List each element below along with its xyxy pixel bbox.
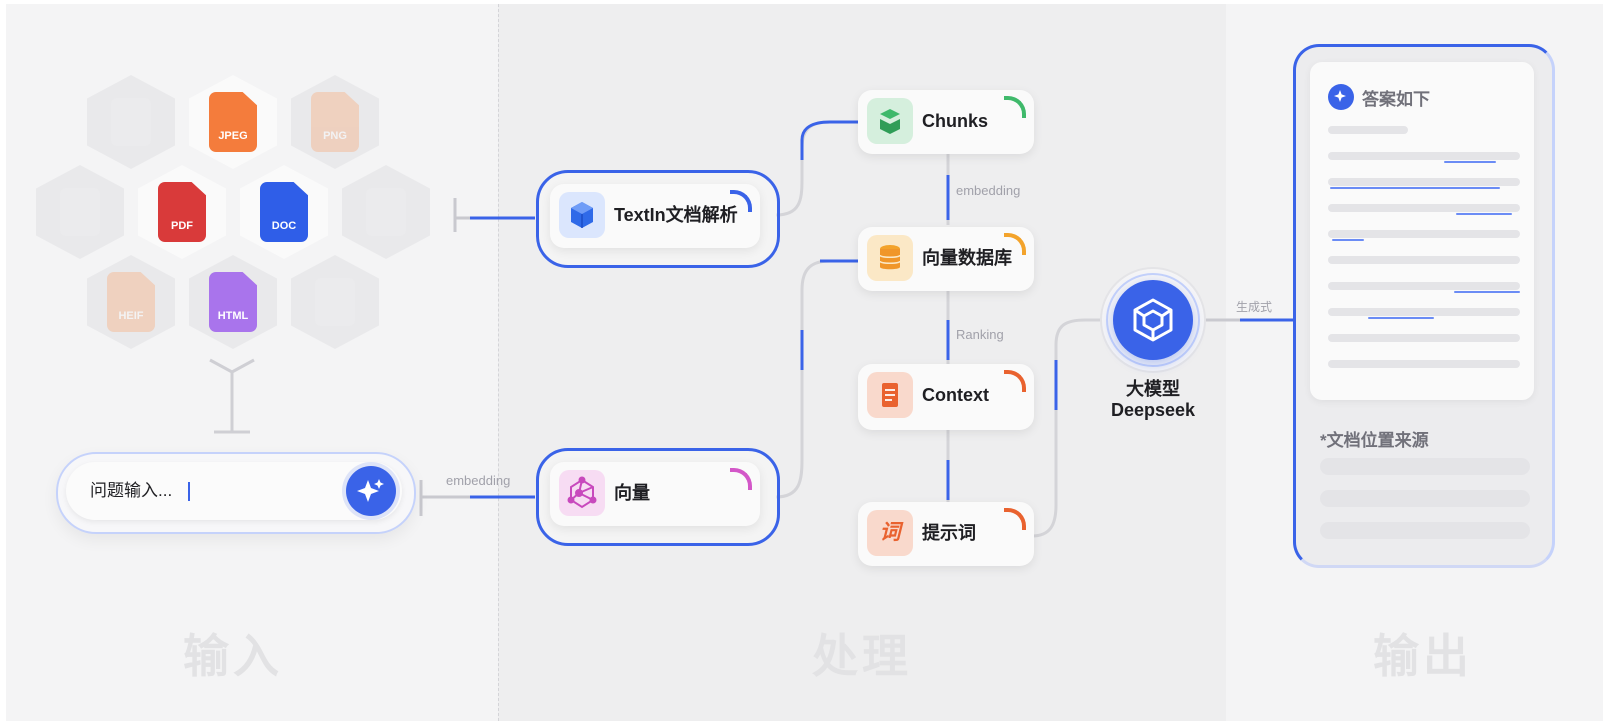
context-node-label: Context bbox=[922, 385, 989, 405]
molecule-icon bbox=[559, 470, 605, 516]
source-underline bbox=[1454, 291, 1520, 293]
answer-title: 答案如下 bbox=[1362, 90, 1430, 109]
text-line bbox=[1328, 204, 1520, 212]
file-hex-pdf: PDF bbox=[138, 165, 226, 259]
question-input[interactable]: 问题输入... bbox=[66, 462, 402, 520]
pdf-file-icon: PDF bbox=[158, 182, 206, 242]
edge-label-ranking: Ranking bbox=[956, 327, 1004, 342]
text-line bbox=[1328, 308, 1520, 316]
vectordb-node-label: 向量数据库 bbox=[922, 248, 1012, 268]
question-input-placeholder: 问题输入... bbox=[90, 481, 173, 500]
edge-label-generate: 生成式 bbox=[1236, 300, 1273, 314]
heif-file-icon: HEIF bbox=[107, 272, 155, 332]
llm-title: 大模型 Deepseek bbox=[1110, 379, 1196, 420]
status-arc-icon bbox=[1004, 370, 1026, 392]
context-node[interactable]: Context bbox=[858, 364, 1034, 430]
textin-node[interactable]: TextIn文档解析 bbox=[550, 184, 760, 248]
text-cursor bbox=[188, 482, 190, 501]
html-file-icon: HTML bbox=[209, 272, 257, 332]
section-label-output: 输出 bbox=[1373, 630, 1473, 682]
sparkle-icon bbox=[357, 479, 384, 502]
vector-node-label: 向量 bbox=[614, 483, 650, 503]
chunks-node[interactable]: Chunks bbox=[858, 90, 1034, 154]
prompt-node-label: 提示词 bbox=[922, 523, 976, 543]
vectordb-node[interactable]: 向量数据库 bbox=[858, 227, 1034, 291]
file-hex-doc: DOC bbox=[240, 165, 328, 259]
section-label-input: 输入 bbox=[183, 630, 283, 682]
edge-label-embedding-chunks: embedding bbox=[956, 183, 1021, 198]
cube-icon bbox=[559, 192, 605, 238]
send-button[interactable] bbox=[346, 466, 396, 516]
deepseek-cube-icon bbox=[1133, 298, 1173, 342]
source-underline bbox=[1444, 161, 1496, 163]
empty-hex bbox=[342, 165, 430, 259]
source-underline bbox=[1368, 317, 1434, 319]
source-underline bbox=[1332, 239, 1364, 241]
text-line bbox=[1328, 152, 1520, 160]
empty-hex bbox=[36, 165, 124, 259]
word-icon: 词 bbox=[867, 510, 913, 556]
png-file-icon: PNG bbox=[311, 92, 359, 152]
text-line bbox=[1328, 334, 1520, 342]
jpeg-file-icon: JPEG bbox=[209, 92, 257, 152]
status-arc-icon bbox=[1004, 96, 1026, 118]
status-arc-icon bbox=[730, 468, 752, 490]
section-label-process: 处理 bbox=[812, 630, 912, 682]
source-item[interactable] bbox=[1320, 458, 1530, 475]
text-line bbox=[1328, 126, 1408, 134]
vector-node[interactable]: 向量 bbox=[550, 462, 760, 526]
text-line bbox=[1328, 282, 1520, 290]
database-icon bbox=[867, 235, 913, 281]
textin-node-label: TextIn文档解析 bbox=[614, 205, 738, 225]
status-arc-icon bbox=[1004, 233, 1026, 255]
source-underline bbox=[1330, 187, 1500, 189]
sources-title: *文档位置来源 bbox=[1320, 431, 1429, 450]
text-line bbox=[1328, 178, 1520, 186]
status-arc-icon bbox=[730, 190, 752, 212]
chunks-node-label: Chunks bbox=[922, 111, 989, 131]
source-item[interactable] bbox=[1320, 522, 1530, 539]
source-underline bbox=[1456, 213, 1512, 215]
edge-label-embedding-query: embedding bbox=[446, 473, 511, 488]
llm-node[interactable] bbox=[1113, 280, 1193, 360]
stack-icon bbox=[867, 98, 913, 144]
text-line bbox=[1328, 256, 1520, 264]
text-line bbox=[1328, 360, 1520, 368]
answer-sparkle-icon bbox=[1328, 84, 1354, 110]
answer-card: 答案如下 bbox=[1310, 62, 1534, 400]
status-arc-icon bbox=[1004, 508, 1026, 530]
doc-file-icon: DOC bbox=[260, 182, 308, 242]
prompt-node[interactable]: 词 提示词 bbox=[858, 502, 1034, 566]
file-hex-jpeg: JPEG bbox=[189, 75, 277, 169]
text-line bbox=[1328, 230, 1520, 238]
document-icon bbox=[867, 372, 913, 418]
source-item[interactable] bbox=[1320, 490, 1530, 507]
